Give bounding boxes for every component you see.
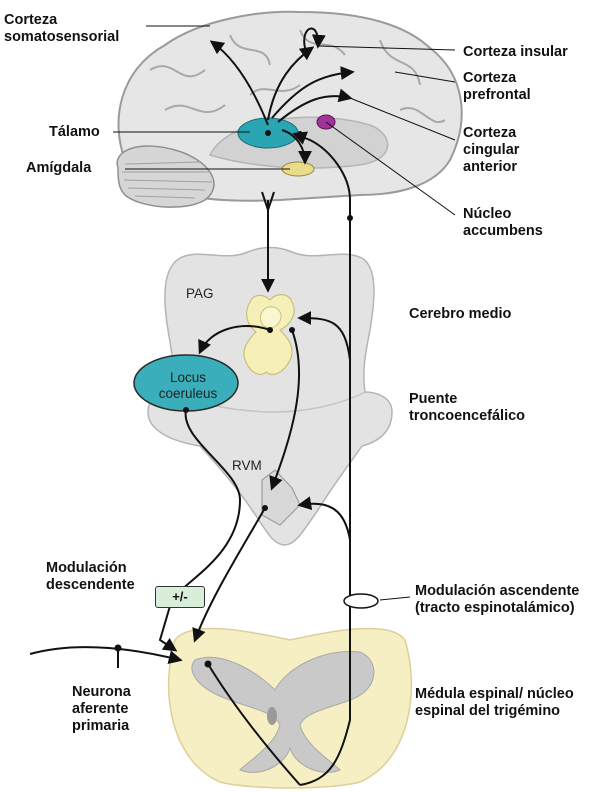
label-pons: Puente troncoencefálico: [409, 391, 559, 425]
label-pag: PAG: [186, 286, 214, 302]
label-amygdala: Amígdala: [26, 160, 91, 177]
label-thalamus: Tálamo: [49, 124, 100, 141]
ascending-modulation-marker: [344, 594, 378, 608]
label-rvm: RVM: [232, 458, 262, 474]
label-locus-coeruleus: Locus coeruleus: [148, 370, 228, 402]
label-midbrain: Cerebro medio: [409, 306, 511, 323]
label-ascending-modulation: Modulación ascendente (tracto espinotalá…: [415, 583, 605, 617]
label-insular-cortex: Corteza insular: [463, 44, 568, 61]
label-descending-modulation: Modulación descendente: [46, 560, 151, 594]
label-primary-afferent: Neurona aferente primaria: [72, 684, 152, 735]
label-spinal-cord: Médula espinal/ núcleo espinal del trigé…: [415, 686, 575, 720]
label-anterior-cingulate-cortex: Corteza cingular anterior: [463, 125, 543, 176]
plus-minus-box: +/-: [155, 586, 205, 608]
label-prefrontal-cortex: Corteza prefrontal: [463, 70, 553, 104]
label-somatosensory-cortex: Corteza somatosensorial: [4, 12, 154, 46]
brain: [117, 12, 462, 207]
label-nucleus-accumbens: Núcleo accumbens: [463, 206, 558, 240]
spinal-cord: [169, 628, 412, 788]
